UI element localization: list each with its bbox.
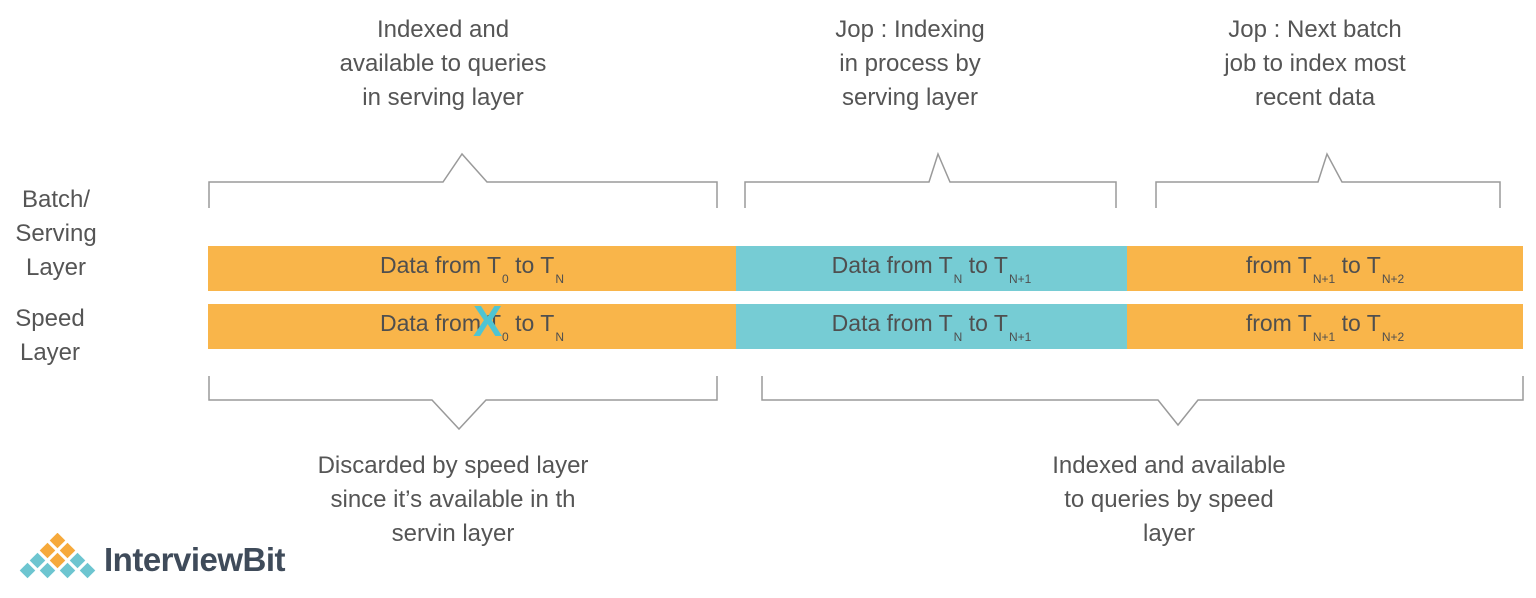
batch-segment-2-label: Data from TN to TN+1	[831, 251, 1032, 286]
speed-segment-2-label: Data from TN to TN+1	[831, 309, 1032, 344]
batch-segment-3: from TN+1 to TN+2	[1127, 246, 1523, 291]
bracket-bottom-discarded	[208, 376, 718, 431]
batch-segment-3-label: from TN+1 to TN+2	[1245, 251, 1405, 286]
speed-segment-3: from TN+1 to TN+2	[1127, 304, 1523, 349]
interviewbit-diamond-logo	[19, 533, 96, 579]
note-indexed-speed-layer: Indexed and available to queries by spee…	[1052, 452, 1286, 547]
label-speed-layer: Speed Layer	[15, 305, 85, 366]
note-discarded-by-speed: Discarded by speed layer since it’s avai…	[317, 452, 589, 547]
note-next-batch-job: Jop : Next batch job to index most recen…	[1224, 16, 1406, 111]
speed-segment-3-label: from TN+1 to TN+2	[1245, 309, 1405, 344]
note-indexed-serving: Indexed and available to queries in serv…	[339, 16, 547, 111]
batch-segment-1: Data from T0 to TN	[208, 246, 736, 291]
bracket-top-indexing	[744, 151, 1117, 208]
logo-text: InterviewBit	[104, 541, 286, 578]
discard-cross-mark: X	[473, 296, 503, 346]
bracket-top-indexed	[208, 152, 718, 208]
label-batch-serving-layer: Batch/ Serving Layer	[15, 186, 97, 281]
batch-segment-1-label: Data from T0 to TN	[380, 251, 564, 286]
batch-segment-2: Data from TN to TN+1	[736, 246, 1127, 291]
bracket-bottom-speed-indexed	[761, 376, 1524, 427]
bracket-top-next-batch	[1155, 152, 1501, 208]
note-indexing-in-process: Jop : Indexing in process by serving lay…	[835, 16, 985, 111]
speed-segment-2: Data from TN to TN+1	[736, 304, 1127, 349]
